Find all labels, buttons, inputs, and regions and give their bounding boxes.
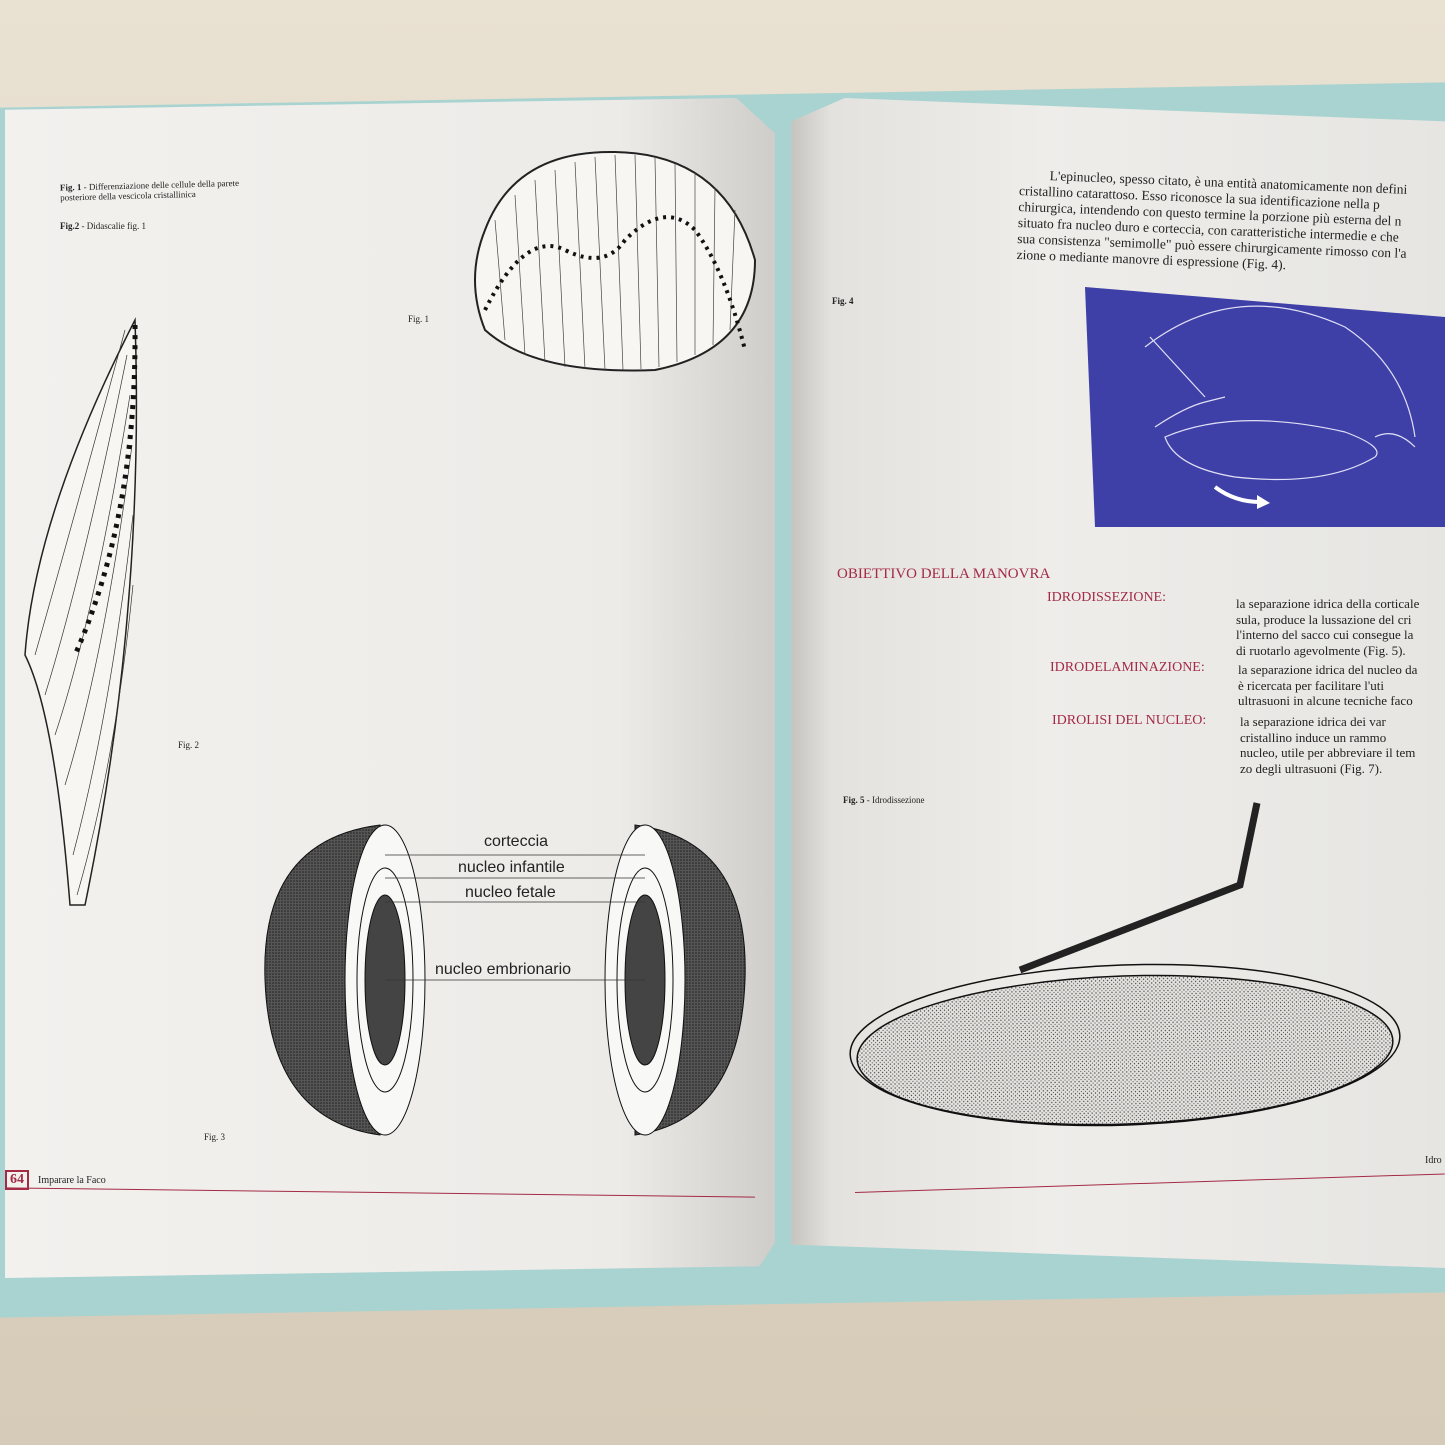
definition-line: nucleo, utile per abbreviare il tem <box>1240 745 1416 760</box>
section-title: OBIETTIVO DELLA MANOVRA <box>837 566 1051 582</box>
fig3-label-nucleo-embrionario: nucleo embrionario <box>435 961 572 978</box>
fig1-label: Fig. 1 <box>408 314 430 324</box>
definition-line: cristallino induce un rammo <box>1240 729 1387 745</box>
fig2-label: Fig. 2 <box>178 740 200 750</box>
fig2-caption: Fig.2 - Didascalie fig. 1 <box>60 221 146 231</box>
definition-line: l'interno del sacco cui consegue la <box>1236 627 1414 642</box>
fig1-drawing <box>474 150 757 372</box>
definition-idrolisi-del-nucleo: la separazione idrica dei var cristallin… <box>1240 714 1415 776</box>
definition-idrodelaminazione: la separazione idrica del nucleo da è ri… <box>1238 662 1417 709</box>
term-idrolisi-del-nucleo: IDROLISI DEL NUCLEO: <box>1052 713 1207 728</box>
fig3-label-nucleo-fetale: nucleo fetale <box>465 884 556 901</box>
definition-line: sula, produce la lussazione del cri <box>1236 611 1412 627</box>
running-title-left: Imparare la Faco <box>38 1175 106 1186</box>
fig3-label-corteccia: corteccia <box>484 833 549 850</box>
fig3-drawing <box>264 824 746 1136</box>
definition-line: la separazione idrica del nucleo da <box>1238 662 1418 677</box>
term-idrodissezione: IDRODISSEZIONE: <box>1047 590 1166 605</box>
term-idrodelaminazione: IDRODELAMINAZIONE: <box>1050 660 1205 675</box>
definition-line: la separazione idrica della corticale <box>1236 596 1420 611</box>
definition-line: la separazione idrica dei var <box>1240 714 1386 729</box>
definition-idrodissezione: la separazione idrica della corticale su… <box>1236 596 1419 658</box>
page-number: 64 <box>5 1170 29 1190</box>
epinucleo-paragraph: L'epinucleo, spesso citato, è una entità… <box>1016 167 1409 278</box>
definition-line: ultrasuoni in alcune tecniche faco <box>1238 693 1413 708</box>
fig3-label: Fig. 3 <box>204 1132 226 1142</box>
fig5-caption: Fig. 5 - Idrodissezione <box>843 795 925 805</box>
definition-line: di ruotarlo agevolmente (Fig. 5). <box>1236 642 1406 658</box>
definition-line: zo degli ultrasuoni (Fig. 7). <box>1240 760 1383 776</box>
running-title-right: Idro <box>1425 1155 1442 1166</box>
fig3-label-nucleo-infantile: nucleo infantile <box>458 859 565 876</box>
fig2-drawing <box>24 317 138 906</box>
fig4-image <box>1085 287 1445 527</box>
fig5-drawing <box>849 802 1401 1127</box>
fig4-label: Fig. 4 <box>832 296 854 306</box>
definition-line: è ricercata per facilitare l'uti <box>1238 677 1384 693</box>
